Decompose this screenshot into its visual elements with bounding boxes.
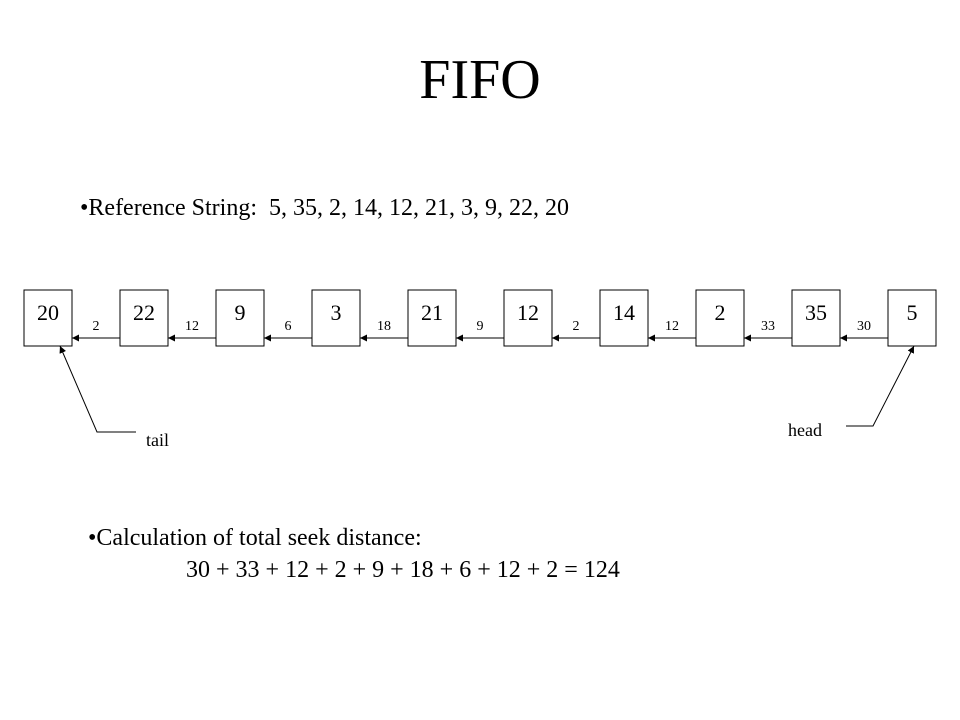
seek-distance-label: 12	[185, 319, 199, 334]
queue-node-value: 3	[331, 300, 342, 325]
seek-distance-label: 18	[377, 319, 391, 334]
tail-pointer-arrow	[59, 345, 136, 433]
queue-node-box	[599, 289, 649, 347]
queue-node: 2	[695, 289, 745, 347]
queue-node-value: 20	[37, 300, 59, 325]
reference-string-line: •Reference String: 5, 35, 2, 14, 12, 21,…	[80, 196, 569, 220]
queue-node-value: 12	[517, 300, 539, 325]
queue-node-box	[119, 289, 169, 347]
queue-node-value: 9	[235, 300, 246, 325]
queue-node: 12	[503, 289, 553, 347]
calculation-label: Calculation of total seek distance:	[96, 525, 422, 551]
head-label: head	[788, 420, 822, 440]
queue-node-box	[23, 289, 73, 347]
slide-title: FIFO	[419, 49, 541, 111]
queue-node: 3	[311, 289, 361, 347]
queue-node-value: 5	[907, 300, 918, 325]
tail-label: tail	[146, 430, 169, 450]
reference-string-label: Reference String:	[88, 195, 258, 221]
queue-node-box	[407, 289, 457, 347]
queue-edges: 2 12 6 18 9 2 12 33 30	[72, 319, 888, 342]
queue-node-value: 35	[805, 300, 827, 325]
queue-pointers: tail head	[59, 345, 915, 450]
calculation-equation: 30 + 33 + 12 + 2 + 9 + 18 + 6 + 12 + 2 =…	[186, 557, 620, 583]
queue-node-value: 21	[421, 300, 443, 325]
queue-node: 35	[791, 289, 841, 347]
queue-node: 9	[215, 289, 265, 347]
queue-node-box	[215, 289, 265, 347]
queue-node-value: 2	[715, 300, 726, 325]
seek-distance-label: 30	[857, 319, 871, 334]
calculation-line: •Calculation of total seek distance:	[88, 526, 422, 550]
queue-node-box	[695, 289, 745, 347]
seek-distance-label: 2	[93, 319, 100, 334]
queue-node: 21	[407, 289, 457, 347]
queue-node-box	[503, 289, 553, 347]
queue-node-box	[887, 289, 937, 347]
seek-distance-label: 33	[761, 319, 775, 334]
seek-distance-label: 2	[573, 319, 580, 334]
head-pointer-arrow	[846, 345, 915, 427]
seek-distance-label: 12	[665, 319, 679, 334]
queue-node-value: 22	[133, 300, 155, 325]
queue-node: 22	[119, 289, 169, 347]
seek-distance-label: 6	[285, 319, 292, 334]
queue-node: 5	[887, 289, 937, 347]
queue-node: 20	[23, 289, 73, 347]
queue-node-box	[791, 289, 841, 347]
seek-distance-label: 9	[477, 319, 484, 334]
bullet-icon: •	[80, 195, 89, 221]
bullet-icon: •	[88, 525, 97, 551]
reference-string-value: 5, 35, 2, 14, 12, 21, 3, 9, 22, 20	[269, 195, 570, 221]
queue-node-box	[311, 289, 361, 347]
queue-node: 14	[599, 289, 649, 347]
queue-node-value: 14	[613, 300, 635, 325]
